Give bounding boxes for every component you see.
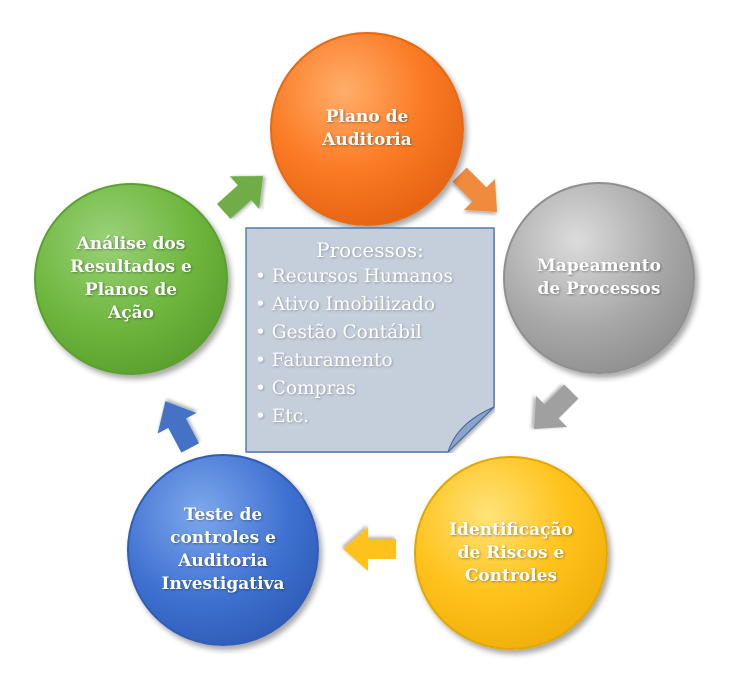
node-teste-de-controles: Teste de controles e Auditoria Investiga… [127,454,319,646]
arrow-map-to-risk [533,384,579,430]
node-label: Identificação de Riscos e Controles [449,519,573,586]
processes-title: Processos: [316,238,424,262]
list-item: Gestão Contábil [255,319,495,347]
arrow-plan-to-map [452,167,498,213]
node-label: Análise dos Resultados e Planos de Ação [70,234,192,323]
node-mapeamento-de-processos: Mapeamento de Processos [503,182,695,374]
node-label: Plano de Auditoria [322,107,412,150]
arrow-risk-to-test [343,527,396,571]
processes-content: Processos: Recursos Humanos Ativo Imobil… [245,227,495,431]
node-plano-de-auditoria: Plano de Auditoria [270,32,464,226]
list-item: Compras [255,375,495,403]
list-item: Faturamento [255,347,495,375]
node-label: Mapeamento de Processos [537,256,661,299]
node-identificacao-de-riscos: Identificação de Riscos e Controles [414,456,608,650]
arrow-analysis-to-plan [216,175,264,219]
arrow-test-to-analysis [157,401,200,453]
list-item: Etc. [255,403,495,431]
list-item: Ativo Imobilizado [255,291,495,319]
node-label: Teste de controles e Auditoria Investiga… [161,505,285,594]
processes-list: Recursos Humanos Ativo Imobilizado Gestã… [245,263,495,431]
processes-note: Processos: Recursos Humanos Ativo Imobil… [245,227,495,453]
list-item: Recursos Humanos [255,263,495,291]
node-analise-dos-resultados: Análise dos Resultados e Planos de Ação [34,183,228,375]
